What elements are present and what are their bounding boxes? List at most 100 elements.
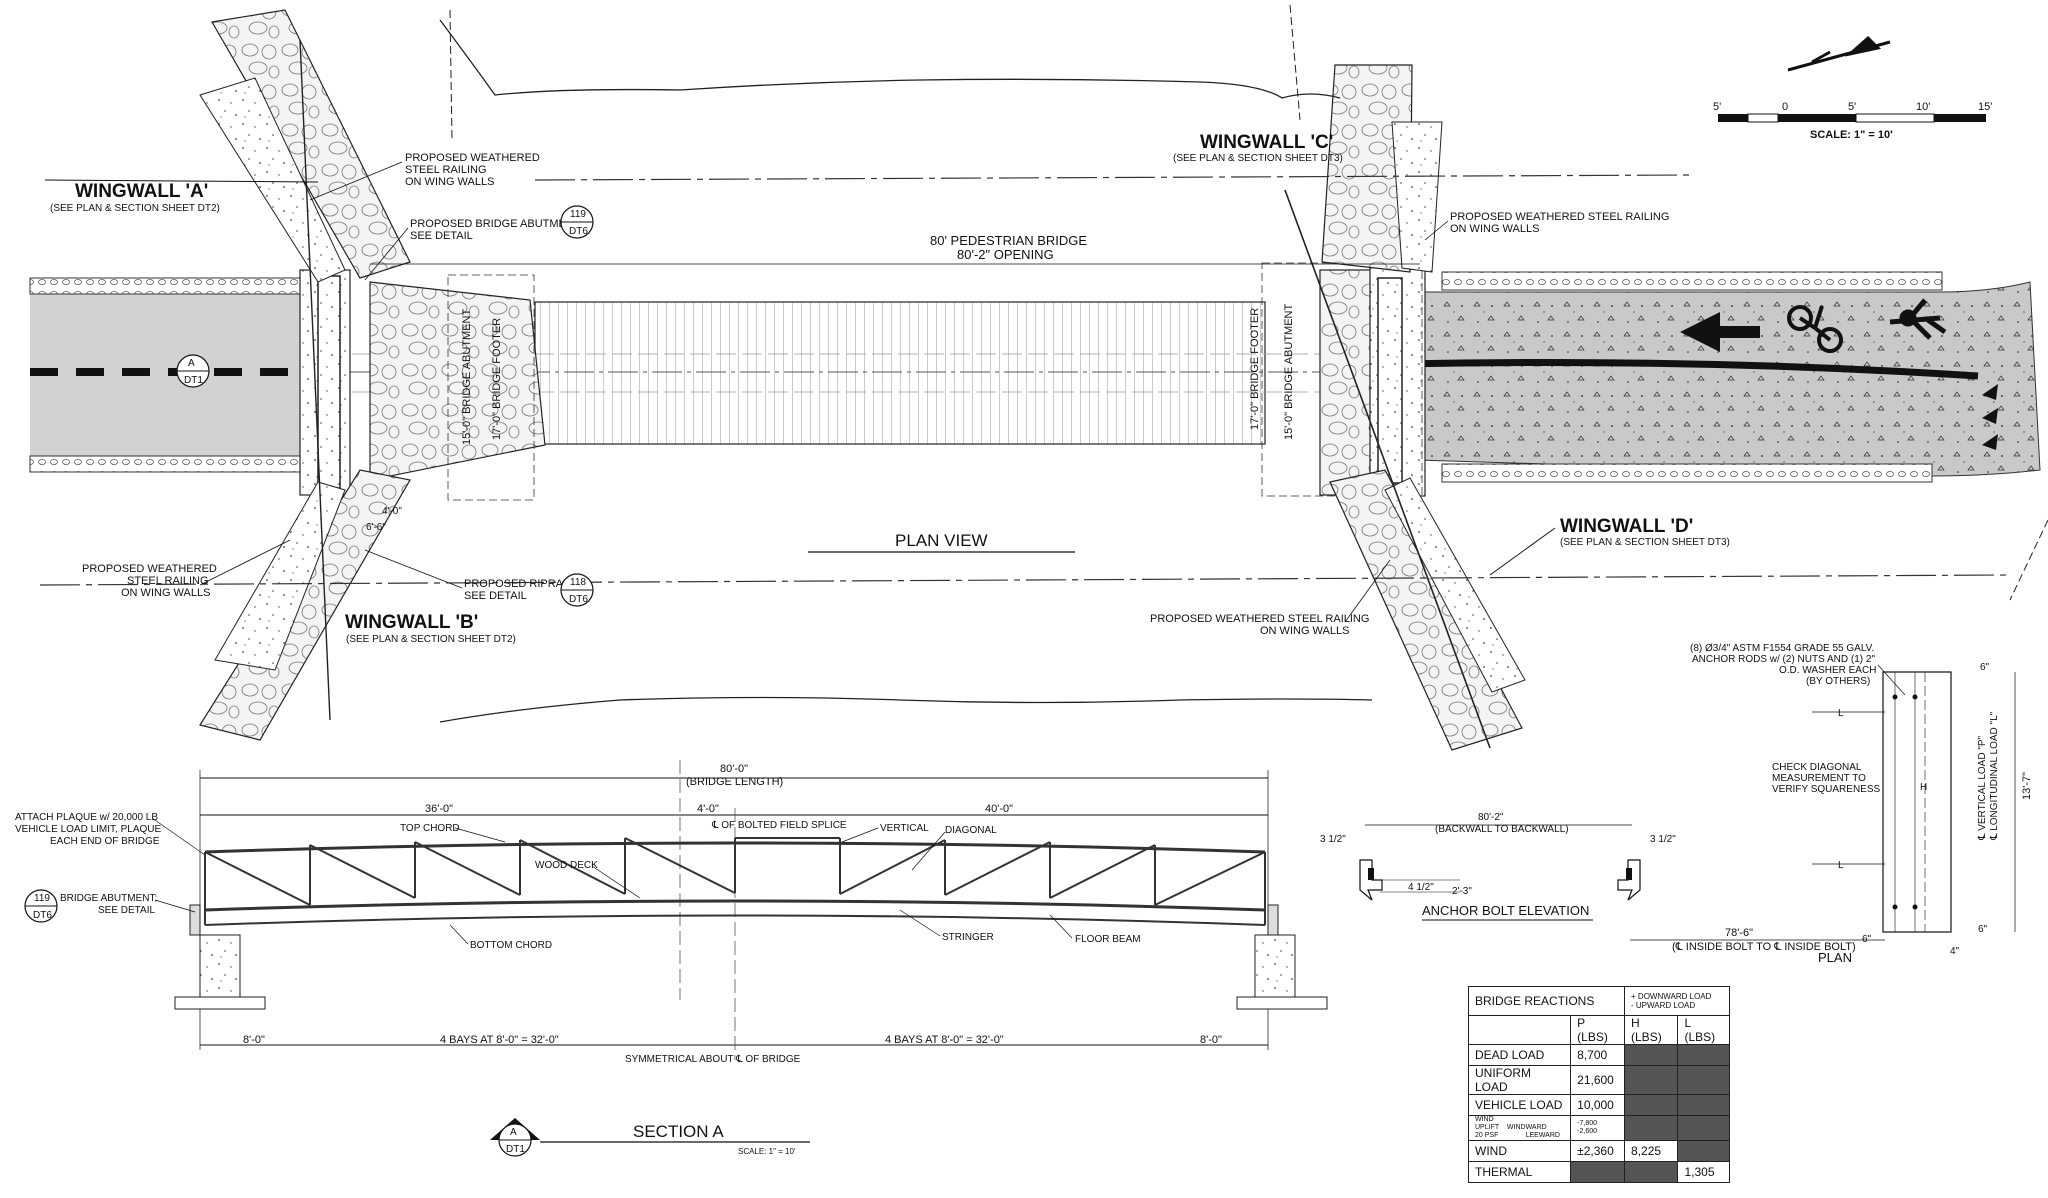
wingwall-c-shape (1321, 64, 1413, 273)
riprap-note-line2: SEE DETAIL (464, 590, 527, 602)
floor-beam-label: FLOOR BEAM (1075, 934, 1141, 945)
splice-label: ℄ OF BOLTED FIELD SPLICE (711, 820, 847, 831)
dim-right-footer: 17'-0" BRIDGE FOOTER (1249, 308, 1261, 430)
table-row: UNIFORM LOAD 21,600 (1467, 1065, 1730, 1095)
table-row: VEHICLE LOAD 10,000 (1467, 1094, 1730, 1116)
plaque-note-line2: VEHICLE LOAD LIMIT, PLAQUE (15, 824, 161, 835)
anchor-dim-note: (BACKWALL TO BACKWALL) (1435, 824, 1569, 835)
scale-tick-0: 5' (1713, 101, 1721, 113)
section-length-note: (BRIDGE LENGTH) (686, 776, 783, 788)
bolt-6a: 6" (1980, 662, 1990, 673)
dim-6ft6: 6'-6" (366, 522, 386, 533)
bottom-contour (439, 696, 1373, 723)
abutment-note-line2: SEE DETAIL (410, 230, 473, 242)
railing-a-line2: STEEL RAILING (405, 164, 487, 176)
scale-label: SCALE: 1" = 10' (1810, 129, 1893, 141)
rods-line4: (BY OTHERS) (1806, 676, 1870, 687)
svg-text:A: A (510, 1127, 517, 1138)
vertical-load-label: ℄ VERTICAL LOAD "P" (1977, 735, 1988, 841)
bottom-dim-8a: 8'-0" (243, 1034, 265, 1046)
top-fence (534, 174, 1691, 181)
svg-text:DT1: DT1 (506, 1144, 525, 1155)
plan-view-title: PLAN VIEW (895, 531, 988, 550)
abutment-note-section-2: SEE DETAIL (98, 905, 155, 916)
top-chord-label: TOP CHORD (400, 823, 460, 834)
bolt-l-bottom: L (1838, 860, 1844, 871)
wingwall-c-title: WINGWALL 'C' (1200, 132, 1333, 153)
bolt-l-top: L (1838, 708, 1844, 719)
detail-callout-118: 118 DT6 (560, 573, 594, 607)
bolt-plan-title: PLAN (1818, 950, 1852, 965)
svg-text:DT1: DT1 (184, 375, 203, 386)
anchor-d31-right: 3 1/2" (1650, 834, 1676, 845)
longitudinal-load-label: ℄ LONGITUDINAL LOAD "L" (1989, 711, 2000, 841)
section-a: 80'-0" (BRIDGE LENGTH) 36'-0" 4'-0" 40'-… (15, 760, 1328, 1157)
rods-line3: O.D. WASHER EACH (1779, 665, 1876, 676)
section-length: 80'-0" (720, 763, 748, 775)
railing-b-line1: PROPOSED WEATHERED (82, 563, 217, 575)
rods-line2: ANCHOR RODS w/ (2) NUTS AND (1) 2" (1692, 654, 1875, 665)
riprap-note-line1: PROPOSED RIPRAP; (464, 578, 573, 590)
header-p: P (LBS) (1570, 1015, 1626, 1045)
abutment-note-line1: PROPOSED BRIDGE ABUTMENT, (410, 218, 582, 230)
section-scale: SCALE: 1" = 10' (738, 1147, 796, 1156)
anchor-d31-left: 3 1/2" (1320, 834, 1346, 845)
railing-b-line2: STEEL RAILING (127, 575, 209, 587)
svg-text:119: 119 (570, 209, 586, 220)
left-trail-edge-top (29, 277, 301, 295)
check-line1: CHECK DIAGONAL (1772, 762, 1862, 773)
anchor-dim: 80'-2" (1478, 812, 1504, 823)
header-h: H (LBS) (1624, 1015, 1679, 1045)
right-trail (1417, 281, 2041, 477)
scale-tick-3: 10' (1916, 101, 1930, 113)
dim-left-footer: 17'-0" BRIDGE FOOTER (491, 318, 503, 440)
dim-right-abutment: 15'-0" BRIDGE ABUTMENT (1283, 304, 1295, 440)
scale-tick-2: 5' (1848, 101, 1856, 113)
svg-text:DT6: DT6 (569, 226, 588, 237)
bridge-label-line2: 80'-2" OPENING (957, 247, 1054, 262)
bridge-deck (534, 301, 1266, 445)
detail-callout-119-section: 119 DT6 (24, 889, 58, 923)
wingwall-a-ref: (SEE PLAN & SECTION SHEET DT2) (50, 203, 220, 214)
scale-tick-4: 15' (1978, 101, 1992, 113)
truss (204, 837, 1266, 926)
bolt-plan: L L H (8) Ø3/4" ASTM F1554 GRADE 55 GALV… (1630, 643, 2033, 965)
section-marker-plan: A DT1 (176, 354, 210, 388)
plaque-note-line1: ATTACH PLAQUE w/ 20,000 LB (15, 812, 158, 823)
bolt-4: 4" (1950, 946, 1960, 957)
wingwall-a-title: WINGWALL 'A' (75, 181, 208, 202)
section-a-marker: A DT1 (490, 1118, 540, 1157)
reactions-title: BRIDGE REACTIONS (1467, 986, 1626, 1016)
header-l: L (LBS) (1677, 1015, 1730, 1045)
bridge-label-line1: 80' PEDESTRIAN BRIDGE (930, 233, 1087, 248)
bottom-dim-8b: 8'-0" (1200, 1034, 1222, 1046)
svg-text:119: 119 (34, 893, 50, 904)
right-abutment-section (1267, 904, 1279, 936)
bolt-h: H (1920, 782, 1927, 793)
pedestrian-icon (1889, 298, 1947, 340)
table-row: DEAD LOAD 8,700 (1467, 1044, 1730, 1066)
right-centerline (1397, 359, 1979, 380)
bottom-fence (39, 574, 2011, 586)
left-trail (30, 293, 300, 456)
check-line2: MEASUREMENT TO (1772, 773, 1866, 784)
north-arrow-icon (1787, 35, 1891, 72)
bolt-13-7: 13'-7" (2021, 772, 2033, 800)
railing-b-line3: ON WING WALLS (121, 587, 210, 599)
table-row-uplift: WIND UPLIFT WINDWARD 20 PSF LEEWARD -7,8… (1467, 1115, 1730, 1141)
svg-text:DT6: DT6 (33, 910, 52, 921)
wingwall-d-shape (1329, 469, 1523, 751)
check-line3: VERIFY SQUARENESS (1772, 784, 1881, 795)
svg-text:DT6: DT6 (569, 594, 588, 605)
direction-arrow-icon (1680, 312, 1760, 352)
svg-text:A: A (188, 358, 195, 369)
railing-c-line2: ON WING WALLS (1450, 223, 1539, 235)
left-abutment (369, 281, 546, 481)
wingwall-d-title: WINGWALL 'D' (1560, 516, 1693, 537)
abutment-note-section-1: BRIDGE ABUTMENT; (60, 893, 157, 904)
wingwall-d-ref: (SEE PLAN & SECTION SHEET DT3) (1560, 537, 1730, 548)
scale-tick-1: 0 (1782, 101, 1788, 113)
anchor-d41: 4 1/2" (1408, 882, 1434, 893)
anchor-bolt-elevation: 80'-2" (BACKWALL TO BACKWALL) 3 1/2" 3 1… (1320, 812, 1676, 921)
